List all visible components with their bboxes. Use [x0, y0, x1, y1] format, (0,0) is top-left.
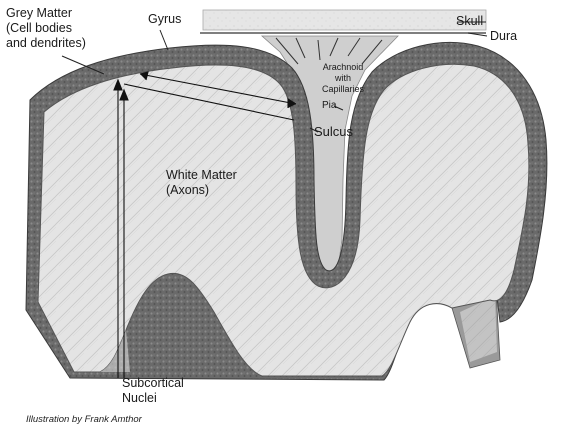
gyrus-label: Gyrus — [148, 12, 182, 26]
white-matter-label: White Matter (Axons) — [166, 168, 237, 197]
arachnoid-strands — [275, 37, 383, 65]
subcortical-arrows — [113, 78, 129, 378]
subcortical-nuclei-label: Subcortical Nuclei — [122, 376, 184, 405]
illustration-credit: Illustration by Frank Amthor — [26, 414, 142, 425]
grey-matter-label: Grey Matter (Cell bodies and dendrites) — [6, 6, 86, 50]
white-matter-region — [37, 63, 530, 377]
pia-label: Pia — [322, 100, 337, 111]
skull-label: Skull — [456, 14, 484, 28]
arachnoid-label: Arachnoid with Capillaries — [322, 62, 365, 94]
pointer-lines — [61, 21, 488, 133]
cortex-thickness-arrows — [123, 71, 297, 121]
skull-layer — [202, 9, 487, 31]
sulcus-label: Sulcus — [314, 124, 354, 139]
dura-label: Dura — [490, 29, 518, 43]
